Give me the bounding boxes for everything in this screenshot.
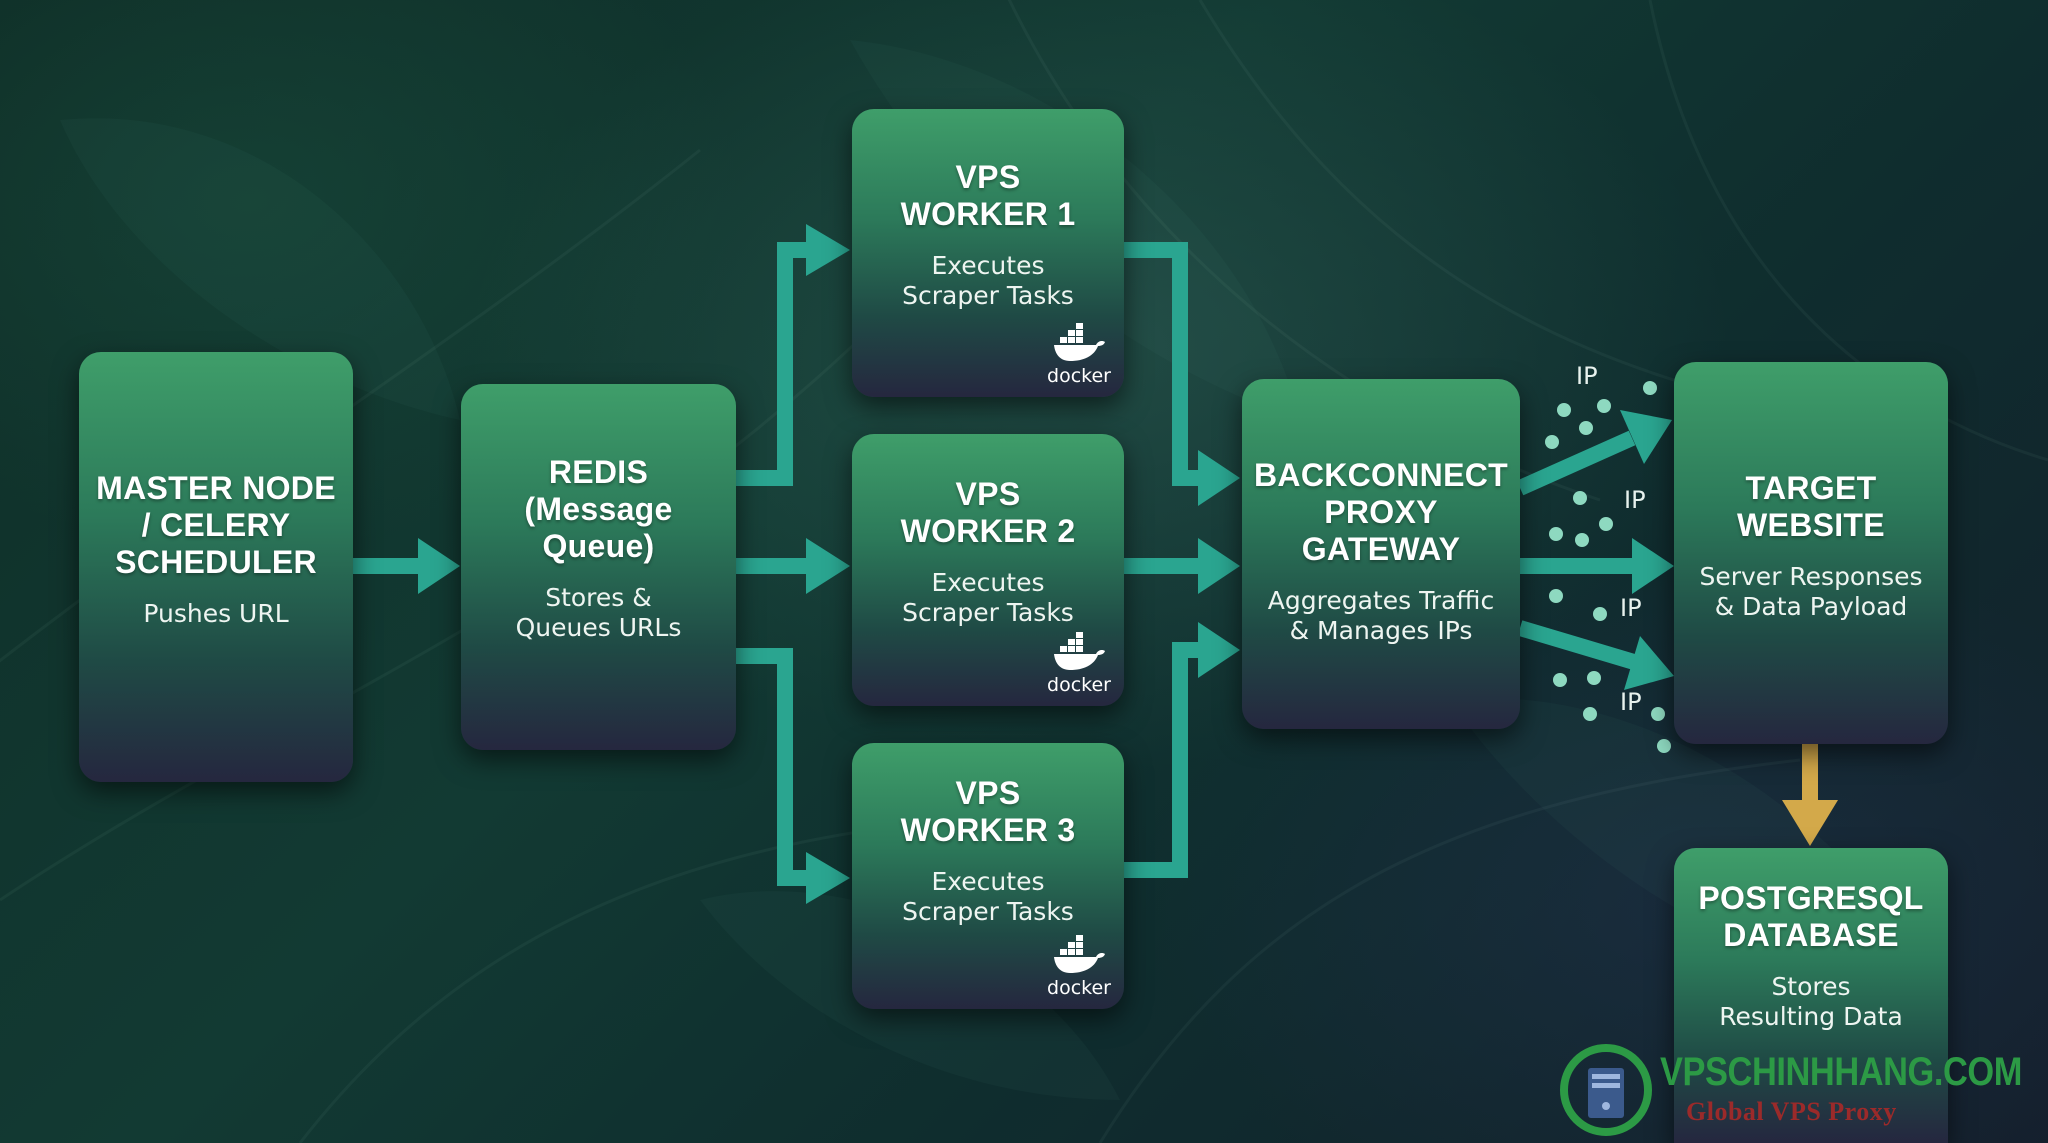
worker1-box: VPS WORKER 1 Executes Scraper Tasks dock… xyxy=(852,109,1124,397)
worker2-title: VPS WORKER 2 xyxy=(900,476,1076,549)
redis-subtitle: Stores & Queues URLs xyxy=(515,583,682,642)
worker3-box: VPS WORKER 3 Executes Scraper Tasks dock… xyxy=(852,743,1124,1009)
worker3-docker-logo: docker xyxy=(1046,935,1112,999)
worker3-subtitle: Executes Scraper Tasks xyxy=(902,867,1074,926)
worker1-title: VPS WORKER 1 xyxy=(900,159,1076,232)
arrow-redis-to-worker3 xyxy=(736,648,806,886)
database-title: POSTGRESQL DATABASE xyxy=(1698,880,1924,953)
target-website-subtitle: Server Responses & Data Payload xyxy=(1699,562,1923,621)
worker1-docker-logo: docker xyxy=(1046,323,1112,387)
arrow-worker1-to-proxy xyxy=(1124,242,1198,486)
proxy-gateway-box: BACKCONNECT PROXY GATEWAY Aggregates Tra… xyxy=(1242,379,1520,729)
watermark-tagline: Global VPS Proxy xyxy=(1686,1097,1897,1126)
arrowhead-target-database xyxy=(1782,800,1838,846)
server-globe-icon xyxy=(1560,1044,1652,1136)
worker2-docker-logo: docker xyxy=(1046,632,1112,696)
arrowhead-redis-worker3 xyxy=(806,852,850,904)
worker2-docker-text: docker xyxy=(1047,674,1111,696)
arrowhead-redis-worker1 xyxy=(806,224,850,276)
arrowhead-worker1-proxy xyxy=(1198,450,1240,506)
worker1-subtitle: Executes Scraper Tasks xyxy=(902,251,1074,310)
arrowhead-proxy-target-1 xyxy=(1620,410,1672,464)
arrowhead-redis-worker2 xyxy=(806,538,850,594)
master-node-subtitle: Pushes URL xyxy=(143,599,289,628)
docker-whale-icon xyxy=(1054,935,1105,973)
arrow-proxy-to-target-3 xyxy=(1517,620,1637,670)
master-node-box: MASTER NODE / CELERY SCHEDULER Pushes UR… xyxy=(79,352,353,782)
redis-box: REDIS (Message Queue) Stores & Queues UR… xyxy=(461,384,736,750)
proxy-gateway-title: BACKCONNECT PROXY GATEWAY xyxy=(1254,457,1508,567)
worker2-subtitle: Executes Scraper Tasks xyxy=(902,568,1074,627)
database-box: POSTGRESQL DATABASE Stores Resulting Dat… xyxy=(1674,848,1948,1143)
arrow-worker3-to-proxy xyxy=(1124,642,1198,878)
arrowhead-worker2-proxy xyxy=(1198,538,1240,594)
arrow-redis-to-worker1 xyxy=(736,242,806,486)
worker1-docker-text: docker xyxy=(1047,365,1111,387)
watermark-site: VPSCHINHHANG.COM xyxy=(1660,1050,2022,1094)
arrowhead-worker3-proxy xyxy=(1198,622,1240,678)
arrowhead-master-redis xyxy=(418,538,460,594)
proxy-gateway-subtitle: Aggregates Traffic & Manages IPs xyxy=(1267,586,1495,645)
master-node-title: MASTER NODE / CELERY SCHEDULER xyxy=(96,470,336,580)
docker-whale-icon xyxy=(1054,323,1105,361)
target-website-title: TARGET WEBSITE xyxy=(1737,470,1885,543)
docker-whale-icon xyxy=(1054,632,1105,670)
ip-label: IP xyxy=(1620,688,1642,716)
target-website-box: TARGET WEBSITE Server Responses & Data P… xyxy=(1674,362,1948,744)
worker3-title: VPS WORKER 3 xyxy=(900,775,1076,848)
redis-title: REDIS (Message Queue) xyxy=(524,454,673,564)
arrowhead-proxy-target-2 xyxy=(1632,538,1674,594)
database-subtitle: Stores Resulting Data xyxy=(1719,972,1903,1031)
ip-label: IP xyxy=(1576,362,1598,390)
worker3-docker-text: docker xyxy=(1047,977,1111,999)
arrowhead-proxy-target-3 xyxy=(1624,636,1674,690)
ip-label: IP xyxy=(1620,594,1642,622)
arrow-proxy-to-target-1 xyxy=(1516,430,1636,496)
watermark: VPSCHINHHANG.COM Global VPS Proxy xyxy=(1558,1042,2022,1142)
ip-label: IP xyxy=(1624,486,1646,514)
worker2-box: VPS WORKER 2 Executes Scraper Tasks dock… xyxy=(852,434,1124,706)
